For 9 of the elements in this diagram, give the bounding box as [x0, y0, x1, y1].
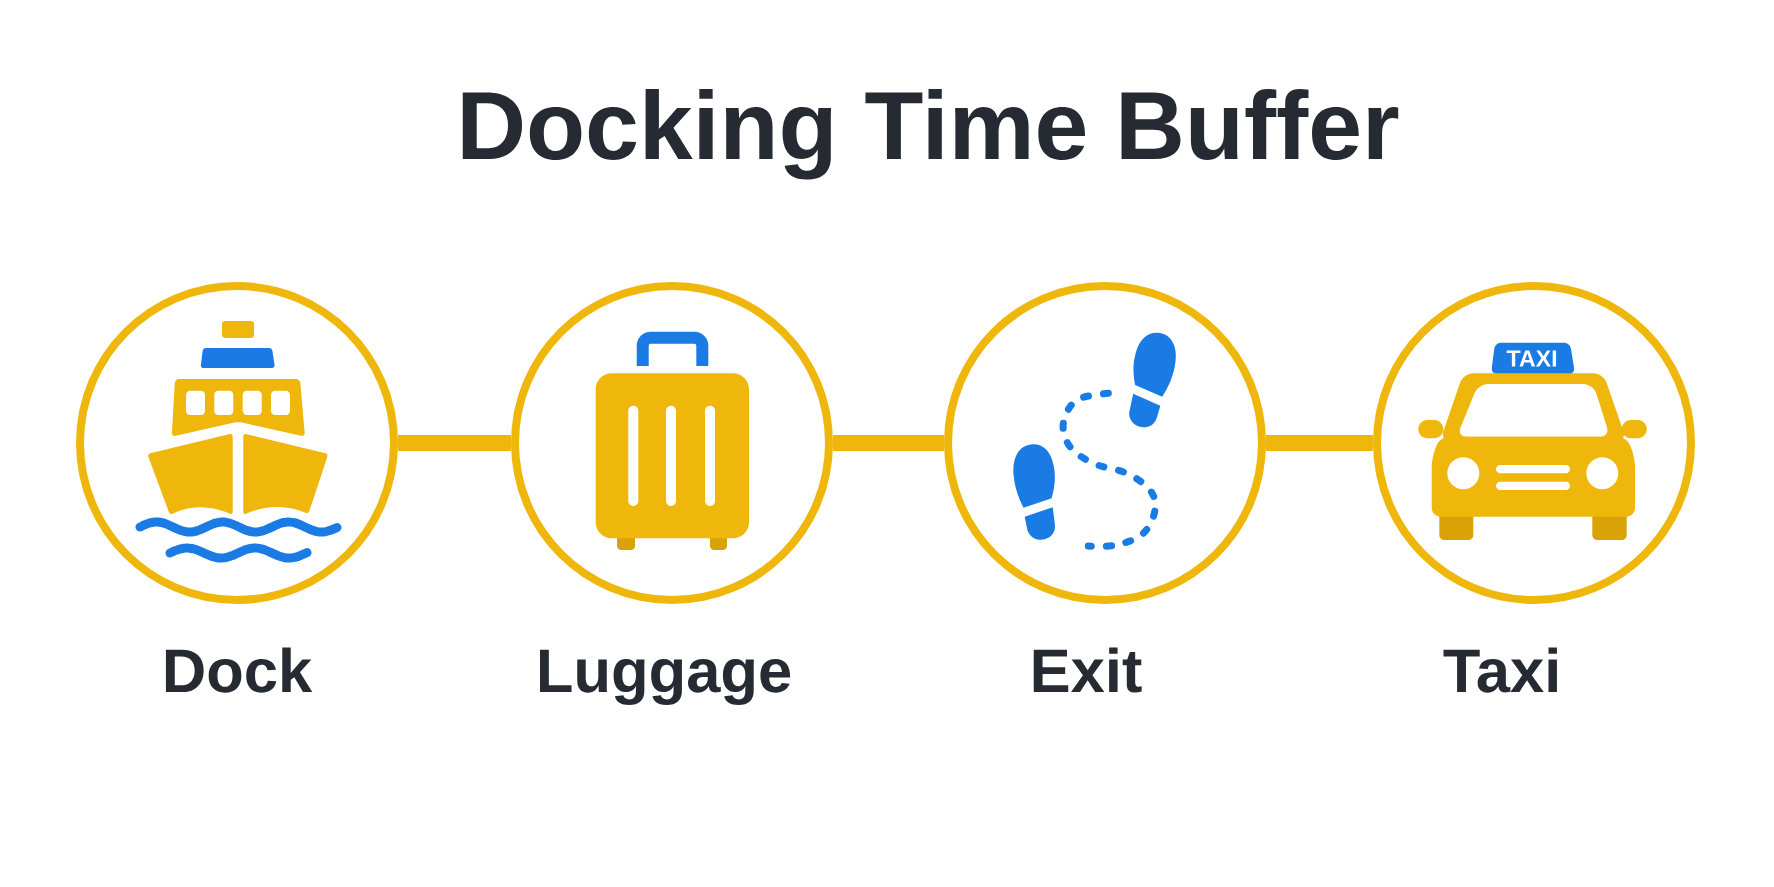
step-label: Exit [1033, 647, 1142, 693]
connector-line [833, 435, 944, 451]
title: Docking Time Buffer [462, 89, 1399, 180]
connector-line [398, 435, 511, 451]
step-label: Taxi [1443, 647, 1557, 693]
step-label: Luggage [540, 649, 791, 706]
sign-text: TAXI [1506, 350, 1557, 367]
step-label: Dock [165, 647, 313, 693]
connector-line [1266, 435, 1373, 451]
